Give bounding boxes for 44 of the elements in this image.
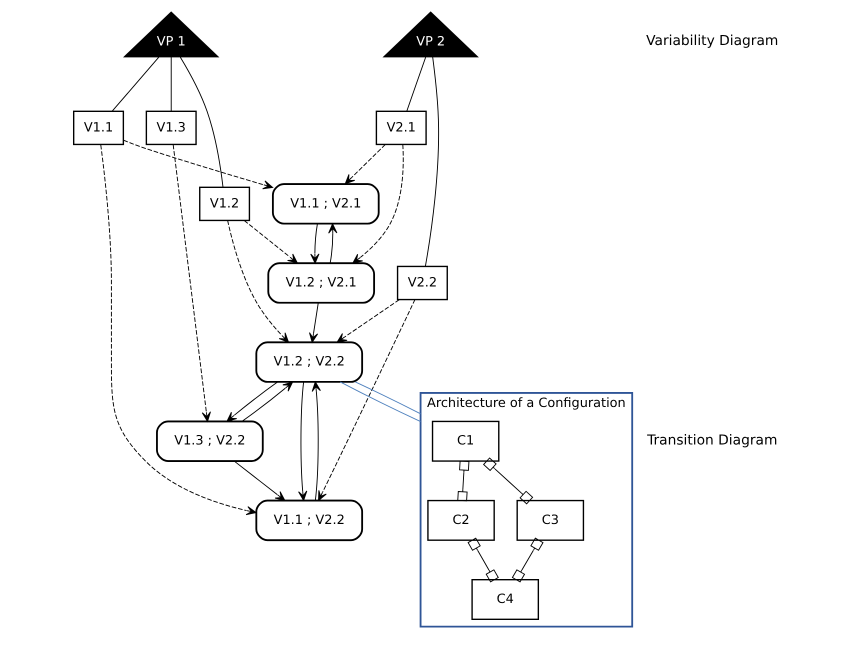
connector	[424, 56, 438, 267]
arrow	[352, 144, 404, 264]
node-box: C4	[470, 579, 539, 620]
arrow	[122, 140, 273, 190]
connector	[482, 457, 533, 504]
node-box: V1.3	[145, 110, 196, 146]
connector	[170, 56, 172, 112]
node-box: V1.1 ; V2.2	[254, 500, 363, 542]
node-box: V1.2 ; V2.2	[254, 341, 363, 383]
connector	[406, 56, 426, 112]
arrow	[226, 381, 278, 422]
node-box: V2.2	[396, 266, 448, 300]
node-box: V1.2	[198, 186, 250, 222]
arrow	[308, 302, 318, 343]
connector	[179, 56, 223, 188]
node-box: V2.1	[375, 110, 426, 146]
connector	[456, 460, 469, 502]
arrow	[241, 382, 292, 422]
node-box: C2	[426, 500, 494, 541]
arrow	[336, 299, 400, 343]
arrow	[233, 460, 285, 501]
node-box: V1.1	[72, 110, 124, 146]
arrow	[298, 381, 307, 501]
arrow	[328, 223, 337, 264]
node-box: V1.1 ; V2.1	[271, 183, 380, 225]
arrow	[311, 381, 320, 501]
arrow	[310, 223, 319, 264]
connector	[111, 56, 159, 112]
connector	[467, 538, 498, 583]
label: Variability Diagram	[646, 33, 778, 50]
arrow	[318, 299, 415, 501]
arrow	[243, 220, 298, 264]
arrow	[100, 144, 256, 516]
label: Transition Diagram	[646, 432, 777, 448]
node-box: C1	[431, 420, 499, 462]
arrow	[344, 144, 386, 184]
connector	[354, 381, 421, 414]
arrow	[226, 220, 288, 343]
node-box: C3	[516, 500, 584, 541]
node-box: V1.3 ; V2.2	[156, 420, 264, 462]
node-box: V1.2 ; V2.1	[266, 262, 375, 304]
arrow	[172, 144, 210, 422]
connector	[511, 538, 544, 583]
connector	[339, 381, 421, 422]
